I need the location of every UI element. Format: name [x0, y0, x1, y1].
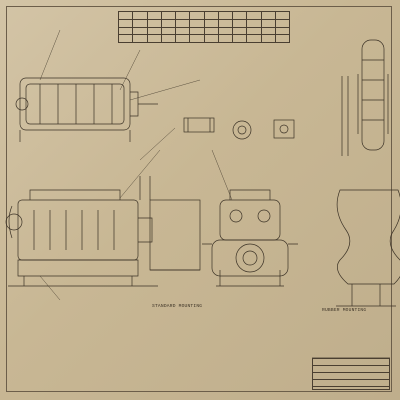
title-block-line-3 — [313, 373, 389, 380]
title-block-line-1 — [313, 359, 389, 366]
dimension-table-row — [117, 34, 291, 43]
title-block — [312, 358, 390, 390]
propeller-coupling-detail — [183, 117, 215, 133]
rubber-mount-side-view — [336, 39, 400, 307]
leader-lines — [39, 29, 233, 301]
dimension-table — [117, 11, 291, 43]
engine-side-view — [5, 176, 201, 287]
label-rubber-mounting: RUBBER MOUNTING — [322, 308, 367, 313]
sheet-border — [6, 6, 392, 392]
title-block-line-2 — [313, 366, 389, 373]
engine-plan-view — [15, 77, 158, 142]
title-block-line-5 — [313, 387, 389, 393]
title-block-line-4 — [313, 380, 389, 387]
engine-front-view — [202, 189, 298, 287]
label-standard-mounting: STANDARD MOUNTING — [152, 304, 203, 309]
exhaust-flange-detail — [232, 119, 295, 140]
dimension-table-cell — [274, 34, 291, 43]
